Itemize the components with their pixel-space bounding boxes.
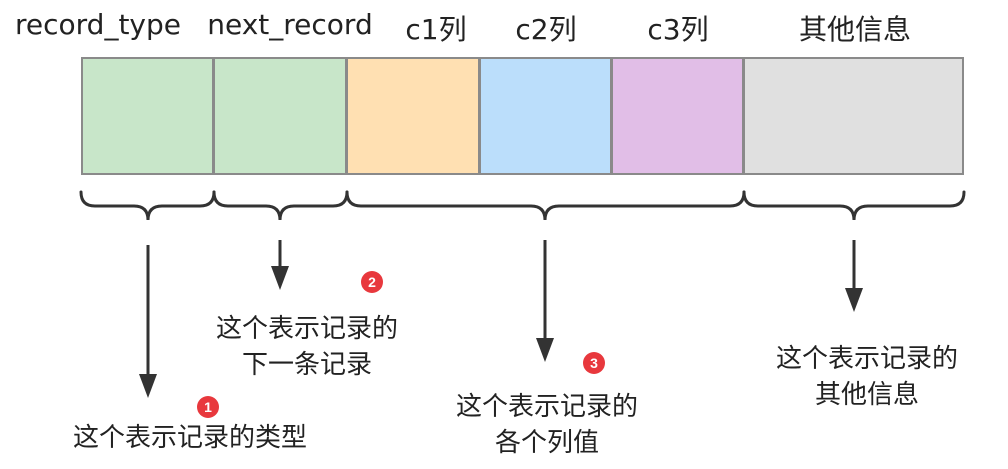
brace-columns	[345, 190, 746, 221]
cell-record-type	[81, 57, 214, 175]
badge-3: 3	[583, 352, 605, 374]
cell-c2	[480, 57, 612, 175]
header-record-type: record_type	[15, 8, 181, 41]
arrow-head-columns	[536, 338, 554, 362]
brace-next-record	[212, 190, 349, 221]
header-other-info: 其他信息	[798, 13, 912, 46]
cell-c3	[612, 57, 744, 175]
desc-column-values-line2: 各个列值	[494, 428, 600, 458]
desc-other-info-line1: 这个表示记录的	[775, 344, 959, 374]
arrow-head-type	[139, 374, 157, 398]
desc-other-info: 这个表示记录的 其他信息	[776, 341, 958, 413]
header-c1: c1列	[405, 13, 467, 46]
arrow-head-other	[845, 288, 863, 312]
arrow-head-next	[271, 266, 289, 290]
desc-record-type-text: 这个表示记录的类型	[72, 423, 308, 453]
header-c3: c3列	[647, 13, 709, 46]
cell-next-record	[214, 57, 347, 175]
desc-record-type: 这个表示记录的类型	[73, 420, 307, 456]
desc-next-record-line1: 这个表示记录的	[215, 314, 399, 344]
brace-record-type	[79, 190, 216, 221]
badge-1: 1	[197, 396, 219, 418]
cell-c1	[347, 57, 480, 175]
badge-2: 2	[361, 271, 383, 293]
header-c2: c2列	[515, 13, 577, 46]
desc-next-record: 这个表示记录的 下一条记录	[216, 311, 398, 383]
desc-next-record-line2: 下一条记录	[241, 350, 373, 380]
cell-other-info	[744, 57, 964, 175]
desc-column-values-line1: 这个表示记录的	[455, 392, 639, 422]
desc-other-info-line2: 其他信息	[814, 380, 920, 410]
header-next-record: next_record	[207, 8, 373, 41]
desc-column-values: 这个表示记录的 各个列值	[456, 389, 638, 461]
brace-other-info	[742, 190, 966, 221]
